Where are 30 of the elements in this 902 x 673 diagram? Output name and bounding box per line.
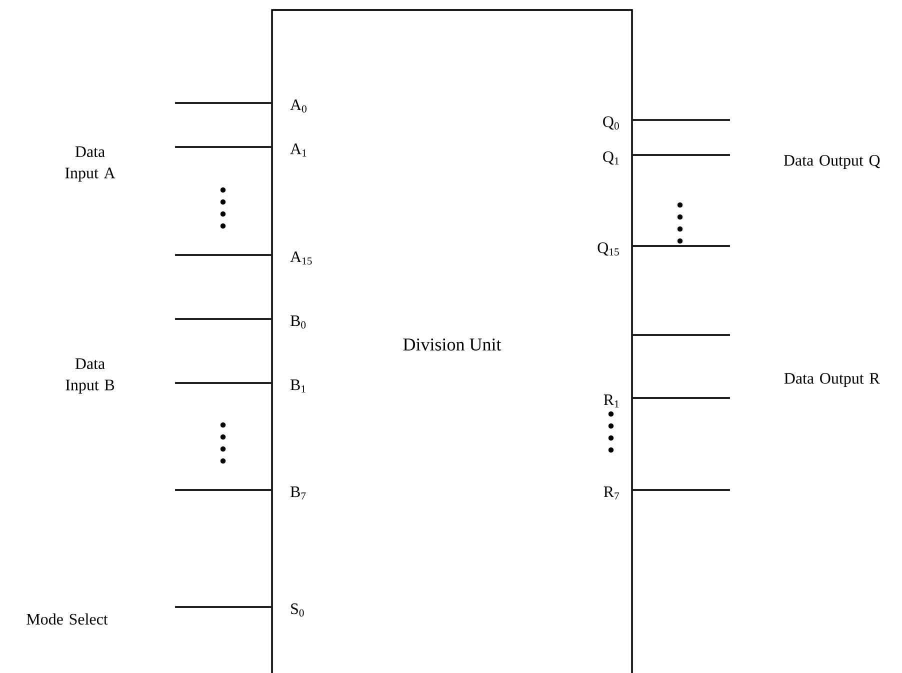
group-label: Mode Select	[26, 613, 108, 625]
pin-label: A$_{15}$	[290, 251, 312, 265]
pin-label: A$_{1}$	[290, 144, 306, 156]
pin-line	[632, 489, 730, 491]
pin-label: Q$_{1}$	[603, 151, 619, 165]
pin-label: B$_{1}$	[290, 380, 306, 392]
pin-line	[175, 318, 272, 320]
pin-line	[175, 254, 272, 256]
pin-label: R$_{1}$	[604, 394, 619, 408]
pin-line	[632, 397, 730, 399]
pin-line	[175, 606, 272, 608]
pin-label: Q$_{15}$	[598, 242, 619, 256]
pin-label: S$_{0}$	[291, 603, 304, 617]
pin-line	[175, 382, 272, 384]
pin-label: Q$_{0}$	[603, 116, 619, 130]
group-label: Data Output R	[784, 372, 880, 387]
group-label: Data Output Q	[784, 154, 880, 169]
pin-label: A$_{0}$	[290, 99, 306, 113]
pin-label: B$_{7}$	[290, 486, 306, 500]
pin-line	[632, 334, 730, 336]
pin-line	[175, 102, 272, 104]
group-label: Data Input A	[65, 146, 116, 182]
pin-label: B$_{0}$	[290, 316, 306, 328]
pin-label: R$_{7}$	[604, 486, 620, 500]
group-label: Data Input B	[66, 358, 114, 394]
pin-line	[632, 245, 730, 247]
pin-line	[632, 154, 730, 156]
pin-line	[175, 489, 272, 491]
pin-line	[175, 146, 272, 148]
pin-line	[632, 119, 730, 121]
